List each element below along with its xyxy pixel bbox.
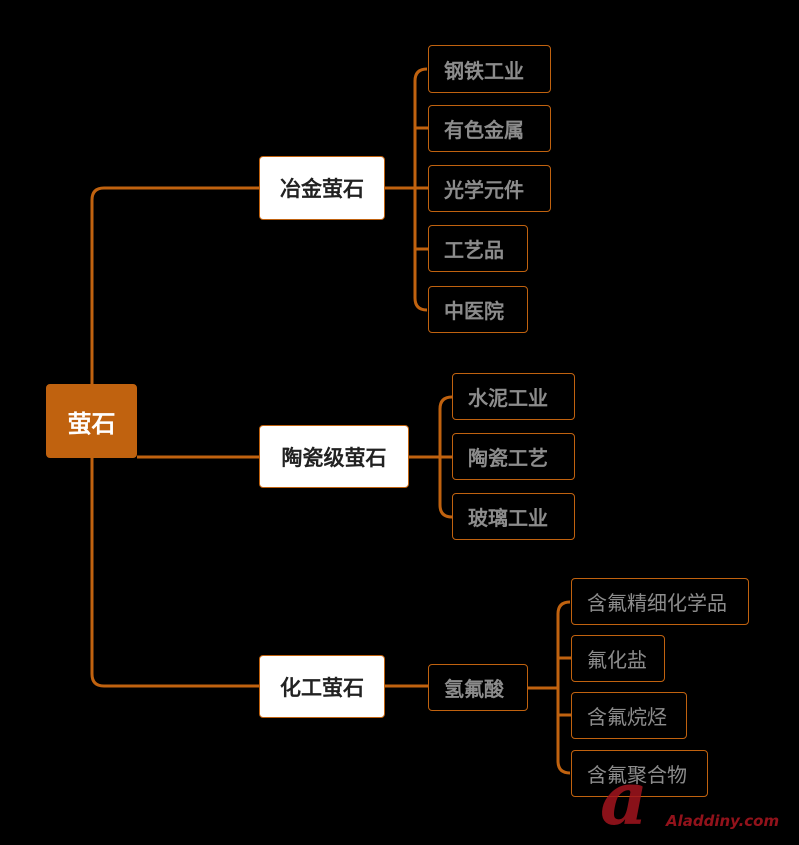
- leaf-fluorinated-fine-chemicals: 含氟精细化学品: [571, 578, 749, 625]
- leaf-steel-industry: 钢铁工业: [428, 45, 551, 93]
- intermediate-hydrofluoric-acid: 氢氟酸: [428, 664, 528, 711]
- root-node-fluorite: 萤石: [46, 384, 137, 458]
- link-hf-bus: [556, 600, 571, 775]
- leaf-nonferrous-metals: 有色金属: [428, 105, 551, 152]
- leaf-ceramic-craft: 陶瓷工艺: [452, 433, 575, 480]
- link-root-metallurgical: [90, 186, 259, 384]
- branch-ceramic-fluorite: 陶瓷级萤石: [259, 425, 409, 488]
- link-root-chemical: [90, 458, 259, 688]
- watermark-text: Aladdiny.com: [666, 812, 780, 830]
- leaf-cement-industry: 水泥工业: [452, 373, 575, 420]
- leaf-fluoride-salts: 氟化盐: [571, 635, 665, 682]
- watermark-letter: a: [600, 756, 648, 842]
- leaf-tcm-hospital: 中医院: [428, 286, 528, 333]
- leaf-fluoropolymers: 含氟聚合物: [571, 750, 708, 797]
- branch-chemical-fluorite: 化工萤石: [259, 655, 385, 718]
- leaf-fluorinated-alkanes: 含氟烷烃: [571, 692, 687, 739]
- leaf-optical-components: 光学元件: [428, 165, 551, 212]
- leaf-glass-industry: 玻璃工业: [452, 493, 575, 540]
- leaf-handicrafts: 工艺品: [428, 225, 528, 272]
- branch-metallurgical-fluorite: 冶金萤石: [259, 156, 385, 220]
- watermark-logo: a Aladdiny.com: [598, 756, 798, 842]
